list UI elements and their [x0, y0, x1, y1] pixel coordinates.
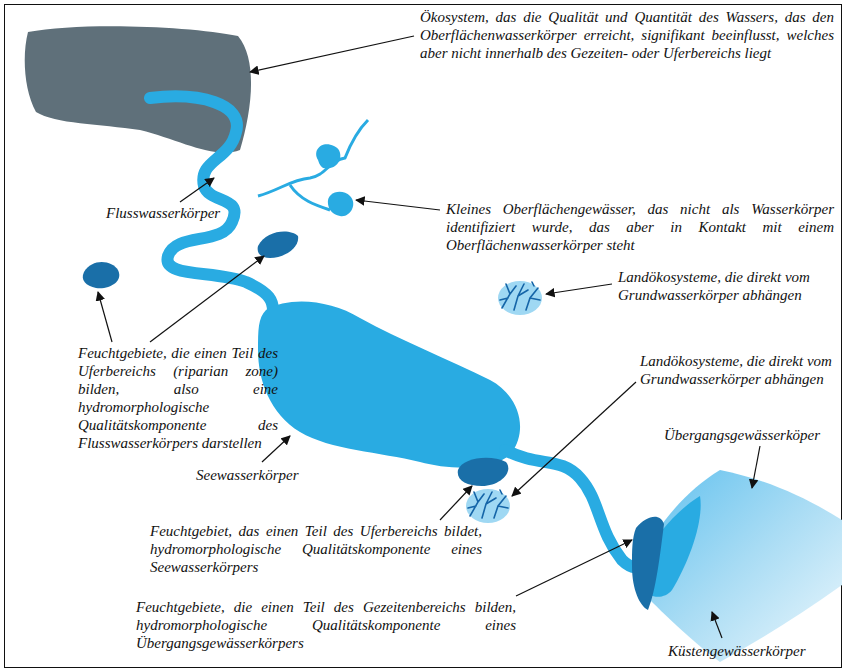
- callout-label: Ökosystem, das die Qualität und Quantitä…: [420, 8, 834, 62]
- callout-label: Flusswasserkörper: [106, 204, 220, 222]
- callout-label: Landökosysteme, die direkt vom Grundwass…: [640, 352, 836, 388]
- callout-label: Landökosysteme, die direkt vom Grundwass…: [618, 268, 834, 304]
- small-pond: [316, 144, 340, 168]
- callout-label: Feuchtgebiet, das einen Teil des Uferber…: [150, 522, 482, 576]
- lake: [258, 302, 520, 468]
- riparian-wetland: [83, 262, 120, 288]
- frame: [5, 5, 842, 668]
- callout-label: Feuchtgebiete, die einen Teil des Gezeit…: [136, 598, 516, 652]
- small-stream: [290, 185, 330, 210]
- riparian-wetland: [258, 231, 299, 258]
- small-stream: [258, 120, 368, 196]
- lake-wetland: [458, 458, 509, 486]
- terrestrial-ecosystem: [466, 489, 510, 523]
- callout-label: Feuchtgebiete, die einen Teil des Uferbe…: [78, 344, 278, 452]
- tidal-wetland: [632, 517, 664, 610]
- callout-label: Küstengewässerkörper: [668, 642, 806, 660]
- terrestrial-ecosystem: [498, 281, 542, 315]
- callout-label: Seewasserkörper: [196, 466, 298, 484]
- transitional-coastal-water: [640, 470, 842, 662]
- river: [505, 450, 650, 568]
- ecosystem-area: [25, 26, 251, 153]
- callout-label: Kleines Oberflächengewässer, das nicht a…: [446, 200, 834, 254]
- callout-label: Übergangsgewässerköper: [664, 426, 820, 444]
- leader-lines: [98, 36, 760, 638]
- small-pond: [328, 192, 353, 216]
